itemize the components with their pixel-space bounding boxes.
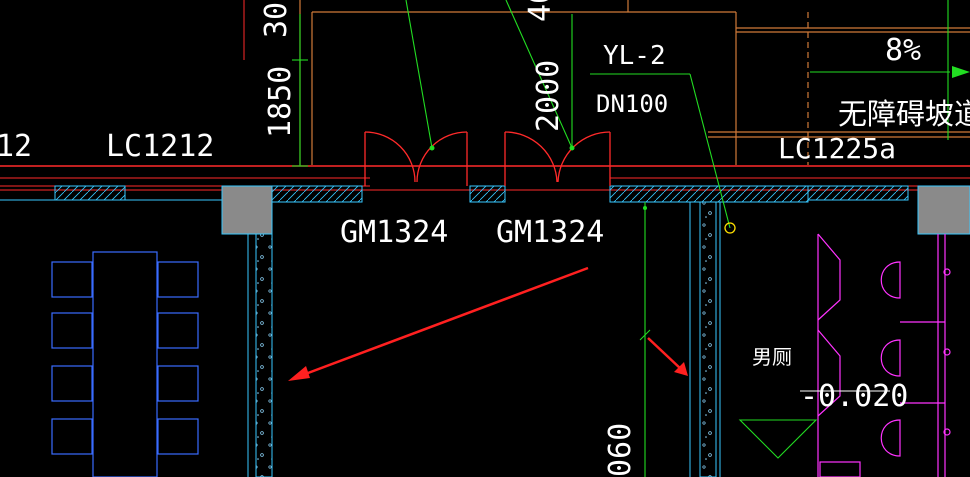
column-right (917, 185, 970, 235)
dim-300-label: 300 (259, 0, 294, 38)
slope-label: 8% (885, 33, 921, 68)
pipe-label-yl2: YL-2 (603, 41, 666, 71)
dim-40-label: 40 (523, 0, 558, 22)
dim-060-label: 060 (603, 423, 638, 477)
column-left (221, 185, 273, 235)
leader-dot-a (429, 145, 435, 151)
pipe-size-dn100: DN100 (596, 90, 668, 118)
dim-2000-label: 2000 (531, 60, 566, 132)
orange-frame (299, 0, 970, 165)
room-name-mens-toilet: 男厕 (752, 345, 792, 369)
wall-left (243, 0, 273, 477)
floor-level-label: -0.020 (800, 379, 908, 414)
leader-dot-c (643, 206, 647, 210)
toilet-fixtures (817, 233, 951, 477)
leader-lines (292, 0, 950, 477)
slope-arrow-icon (952, 66, 970, 78)
wall-right (689, 201, 721, 477)
window-label-lc1225a: LC1225a (778, 132, 896, 165)
ramp-label: 无障碍坡道 (838, 97, 970, 131)
door-label-gm1324-b: GM1324 (496, 215, 604, 250)
conference-table (51, 251, 199, 477)
window-label-lc1212: LC1212 (106, 129, 214, 164)
window-label-partial: 12 (0, 129, 32, 164)
drain-triangle (738, 419, 818, 459)
door-label-gm1324-a: GM1324 (340, 215, 448, 250)
leader-dot-b (569, 145, 575, 151)
dim-1850-label: 1850 (263, 66, 298, 138)
top-wall (0, 165, 970, 203)
pipe-marker (724, 222, 736, 234)
annotation-arrows (288, 266, 688, 381)
